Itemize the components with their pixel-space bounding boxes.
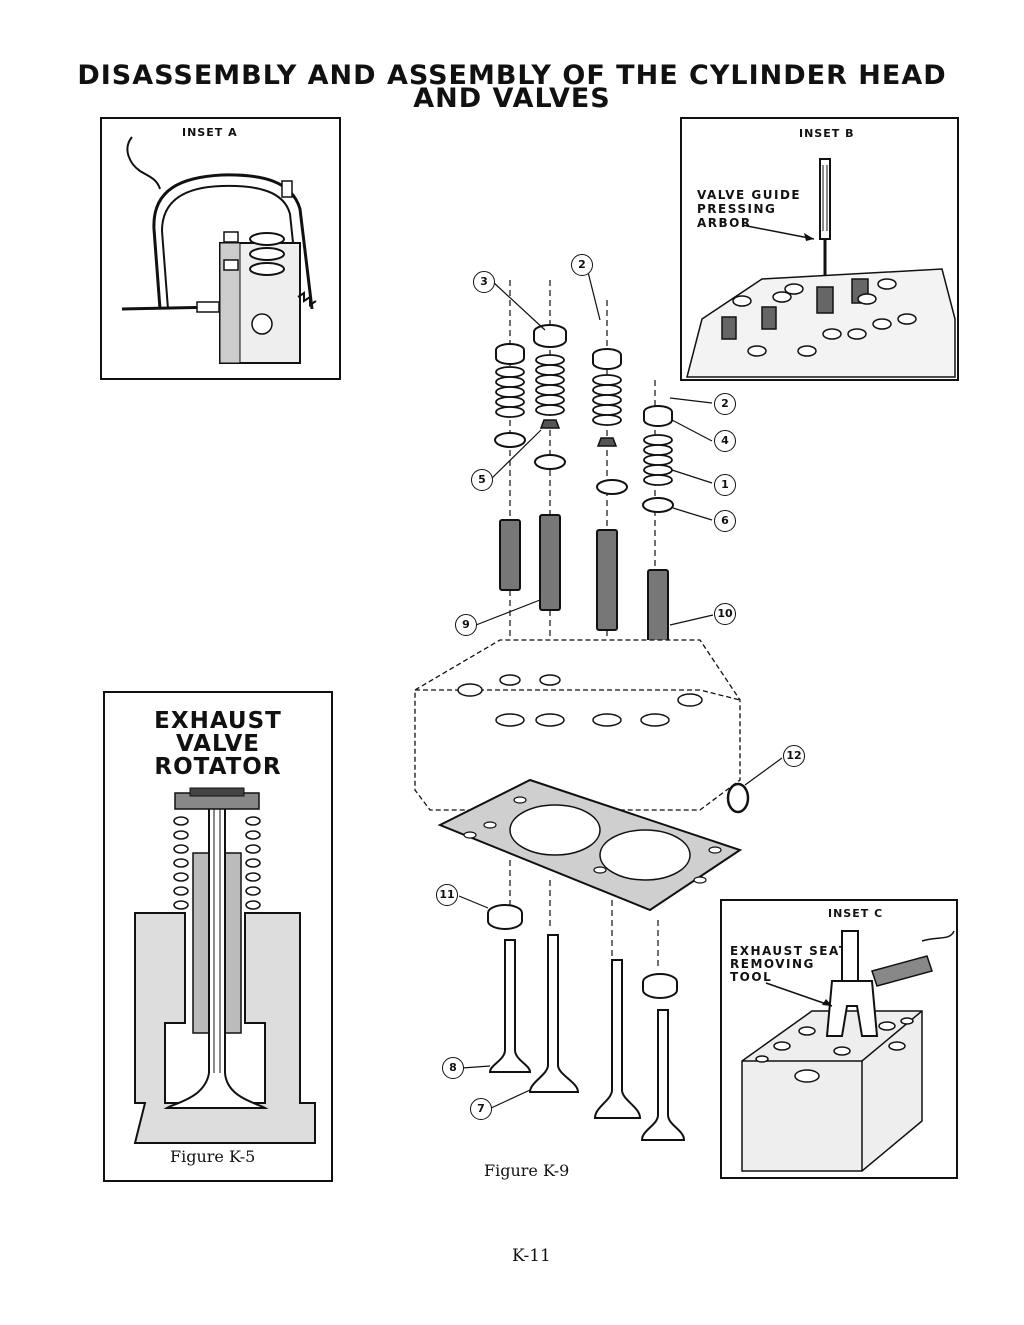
- inset-a-label: INSET A: [182, 126, 238, 139]
- callout-4: 4: [714, 430, 736, 452]
- page-title-line-2: AND VALVES: [413, 83, 611, 114]
- valve-guide-pressing-arbor-label-line-2: PRESSING: [697, 202, 777, 216]
- callout-2-right: 2: [714, 393, 736, 415]
- callout-12: 12: [783, 745, 805, 767]
- callout-11: 11: [436, 884, 458, 906]
- exhaust-valve-rotator-cross-section: [133, 787, 316, 1144]
- inset-c-panel: INSET C EXHAUST SEAT REMOVING TOOL: [720, 899, 958, 1179]
- page-title-line-1: DISASSEMBLY AND ASSEMBLY OF THE CYLINDER…: [77, 60, 947, 91]
- exhaust-seat-removing-illustration: [741, 930, 955, 1172]
- callout-3: 3: [473, 271, 495, 293]
- inset-b-label: INSET B: [799, 127, 855, 140]
- callout-9: 9: [455, 614, 477, 636]
- inset-c-label: INSET C: [828, 907, 884, 920]
- figure-k5-caption: Figure K-5: [170, 1147, 256, 1166]
- rotator-title-line-2: VALVE: [175, 731, 261, 757]
- exhaust-valve-rotator-panel: EXHAUST VALVE ROTATOR Figure K-5: [103, 691, 333, 1182]
- callout-1: 1: [714, 474, 736, 496]
- page-number: K-11: [512, 1246, 551, 1266]
- valve-guide-pressing-illustration: [686, 158, 956, 378]
- valve-guide-pressing-arbor-label-line-3: ARBOR: [697, 216, 752, 230]
- rotator-title-line-3: ROTATOR: [154, 754, 282, 780]
- callout-8: 8: [442, 1057, 464, 1079]
- valve-guide-pressing-arbor-label-line-1: VALVE GUIDE: [697, 188, 802, 202]
- inset-b-panel: INSET B VALVE GUIDE PRESSING ARBOR: [680, 117, 959, 381]
- exhaust-seat-removing-tool-label-line-1: EXHAUST SEAT: [730, 944, 849, 958]
- figure-k9-caption: Figure K-9: [484, 1161, 570, 1180]
- inset-a-panel: INSET A: [100, 117, 341, 380]
- valve-spring-compressor-illustration: [121, 136, 317, 364]
- exhaust-seat-removing-tool-label-line-2: REMOVING: [730, 957, 815, 971]
- callout-6: 6: [714, 510, 736, 532]
- callout-2-upper: 2: [571, 254, 593, 276]
- rotator-title-line-1: EXHAUST: [154, 708, 282, 734]
- callout-5: 5: [471, 469, 493, 491]
- callout-10: 10: [714, 603, 736, 625]
- callout-7: 7: [470, 1098, 492, 1120]
- exhaust-seat-removing-tool-label-line-3: TOOL: [730, 970, 773, 984]
